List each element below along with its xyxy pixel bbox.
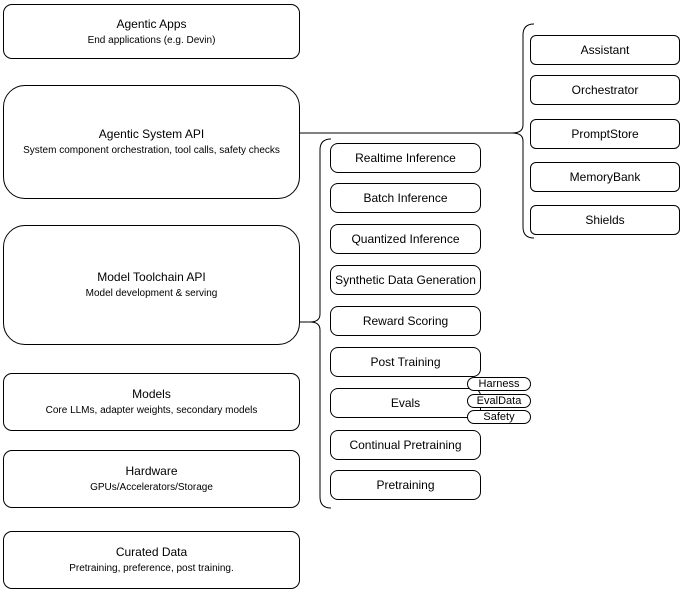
tag-harness: Harness [467, 377, 531, 391]
node-memorybank: MemoryBank [530, 162, 680, 192]
node-promptstore: PromptStore [530, 119, 680, 149]
node-curated-data: Curated Data Pretraining, preference, po… [3, 531, 300, 589]
node-agentic-system-api-subtitle: System component orchestration, tool cal… [23, 145, 280, 156]
node-models-title: Models [132, 387, 171, 401]
node-orchestrator: Orchestrator [530, 75, 680, 105]
node-agentic-apps-title: Agentic Apps [116, 16, 187, 31]
node-evals: Evals [330, 388, 481, 418]
node-hardware-title: Hardware [125, 464, 178, 478]
node-agentic-system-api-title: Agentic System API [98, 127, 205, 141]
node-curated-data-title: Curated Data [115, 545, 188, 559]
node-realtime-inference: Realtime Inference [330, 143, 481, 173]
node-reward-scoring: Reward Scoring [330, 306, 481, 336]
system-components-brace [511, 23, 535, 239]
node-pretraining: Pretraining [330, 470, 481, 500]
node-hardware-subtitle: GPUs/Accelerators/Storage [90, 482, 213, 493]
node-shields: Shields [530, 205, 680, 235]
node-post-training: Post Training [330, 347, 481, 377]
node-model-toolchain-api-title: Model Toolchain API [97, 270, 206, 284]
node-model-toolchain-api-subtitle: Model development & serving [85, 288, 218, 299]
node-quantized-inference: Quantized Inference [330, 224, 481, 254]
node-agentic-apps: Agentic Apps End applications (e.g. Devi… [3, 4, 300, 59]
node-agentic-apps-subtitle: End applications (e.g. Devin) [87, 34, 216, 46]
node-continual-pretraining: Continual Pretraining [330, 430, 481, 460]
node-hardware: Hardware GPUs/Accelerators/Storage [3, 450, 300, 508]
toolchain-services-brace [309, 138, 332, 509]
tag-evaldata: EvalData [467, 394, 531, 408]
tag-safety: Safety [467, 410, 531, 424]
node-synthetic-data-generation: Synthetic Data Generation [330, 265, 481, 295]
node-models: Models Core LLMs, adapter weights, secon… [3, 373, 300, 431]
node-assistant: Assistant [530, 35, 680, 65]
node-models-subtitle: Core LLMs, adapter weights, secondary mo… [45, 405, 258, 416]
node-batch-inference: Batch Inference [330, 183, 481, 213]
node-curated-data-subtitle: Pretraining, preference, post training. [69, 563, 234, 574]
node-model-toolchain-api: Model Toolchain API Model development & … [3, 225, 300, 345]
node-agentic-system-api: Agentic System API System component orch… [3, 85, 300, 199]
